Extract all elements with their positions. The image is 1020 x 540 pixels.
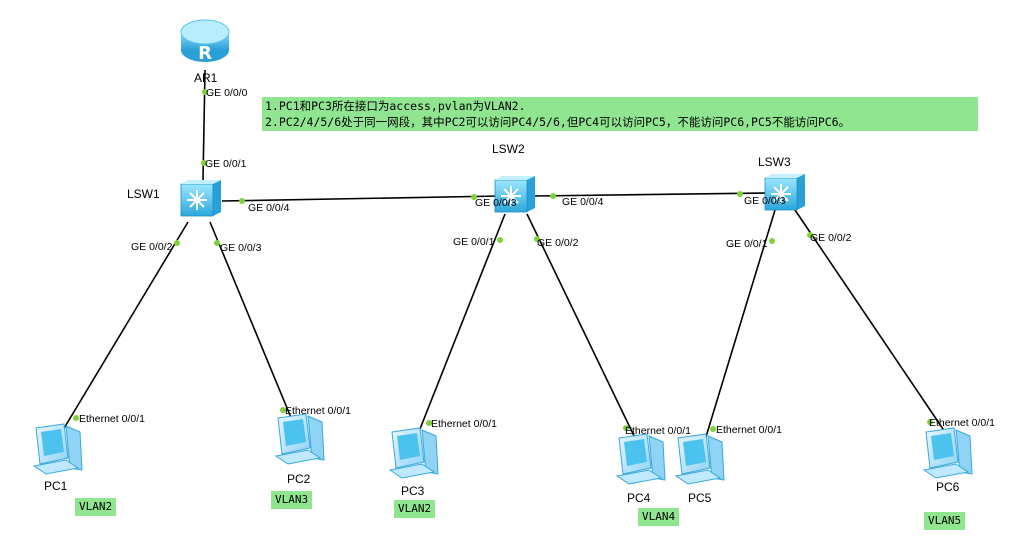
port-dot: [737, 191, 743, 197]
switch-lsw3[interactable]: [764, 174, 805, 211]
pc-pc5[interactable]: [674, 433, 725, 485]
port-dot: [807, 232, 813, 238]
port-label: GE 0/0/1: [205, 158, 247, 170]
port-dot: [73, 415, 79, 421]
pc-pc4[interactable]: [615, 433, 666, 485]
link-lsw3-pc5: [704, 209, 776, 441]
port-dot: [239, 198, 245, 204]
link-lsw1-pc1: [62, 221, 189, 431]
annotation-note: 1.PC1和PC3所在接口为access,pvlan为VLAN2. 2.PC2/…: [262, 97, 978, 131]
port-label: GE 0/0/0: [206, 87, 248, 99]
vlan-tag-pc3: VLAN2: [394, 500, 436, 518]
vlan-tag-pc6: VLAN5: [924, 512, 966, 530]
links: [62, 69, 946, 441]
device-label-lsw2: LSW2: [492, 142, 525, 156]
device-label-pc4: PC4: [627, 491, 651, 505]
link-lsw1-lsw2: [221, 195, 501, 202]
port-dot: [174, 240, 180, 246]
note-line-2: 2.PC2/4/5/6处于同一网段，其中PC2可以访问PC4/5/6,但PC4可…: [265, 115, 851, 129]
pc-pc1[interactable]: [32, 423, 83, 475]
device-label-lsw1: LSW1: [127, 187, 160, 201]
port-dot: [201, 160, 207, 166]
link-lsw1-pc2: [209, 221, 293, 421]
port-dot: [710, 426, 716, 432]
switch-lsw2[interactable]: [494, 176, 535, 213]
port-label: Ethernet 0/0/1: [79, 413, 145, 425]
port-label: Ethernet 0/0/1: [625, 425, 691, 437]
port-label: Ethernet 0/0/1: [716, 424, 782, 436]
port-label: GE 0/0/3: [220, 242, 262, 254]
pc-pc3[interactable]: [388, 427, 439, 479]
port-dot: [471, 194, 477, 200]
port-dot: [214, 240, 220, 246]
port-label: Ethernet 0/0/1: [929, 417, 995, 429]
device-label-ar1: AR1: [194, 71, 218, 85]
port-label: GE 0/0/3: [475, 197, 517, 209]
port-dot: [927, 419, 933, 425]
svg-text:R: R: [198, 43, 212, 64]
port-label: GE 0/0/2: [131, 241, 173, 253]
port-label: GE 0/0/1: [453, 236, 495, 248]
device-label-lsw3: LSW3: [758, 155, 791, 169]
router-ar1[interactable]: R: [180, 19, 230, 64]
port-dot: [769, 238, 775, 244]
device-label-pc6: PC6: [936, 480, 960, 494]
link-lsw2-pc3: [417, 213, 506, 435]
port-dot: [534, 236, 540, 242]
port-label: GE 0/0/4: [248, 202, 290, 214]
vlan-tag-pc2: VLAN3: [271, 491, 313, 509]
port-dots: [73, 89, 933, 432]
pc-pc2[interactable]: [274, 413, 325, 465]
vlan-tag-pc4: VLAN4: [638, 508, 680, 526]
port-dot: [550, 193, 556, 199]
note-line-1: 1.PC1和PC3所在接口为access,pvlan为VLAN2.: [265, 99, 526, 113]
switch-lsw1[interactable]: [180, 180, 221, 217]
port-label: GE 0/0/3: [744, 195, 786, 207]
port-dot: [280, 407, 286, 413]
port-label: Ethernet 0/0/1: [285, 405, 351, 417]
port-label: GE 0/0/4: [562, 196, 604, 208]
device-label-pc2: PC2: [287, 472, 311, 486]
port-dot: [202, 89, 208, 95]
pc-pc6[interactable]: [922, 427, 973, 479]
port-dot: [426, 420, 432, 426]
port-dot: [623, 425, 629, 431]
device-label-pc5: PC5: [688, 491, 712, 505]
port-label: GE 0/0/2: [537, 237, 579, 249]
device-label-pc3: PC3: [401, 484, 425, 498]
port-label: Ethernet 0/0/1: [431, 418, 497, 430]
device-label-pc1: PC1: [44, 479, 68, 493]
port-label: GE 0/0/1: [726, 238, 768, 250]
link-lsw2-pc4: [526, 213, 637, 441]
port-dot: [497, 237, 503, 243]
link-lsw2-lsw3: [534, 192, 769, 197]
link-lsw3-pc6: [794, 209, 946, 433]
port-label: GE 0/0/2: [810, 232, 852, 244]
vlan-tag-pc1: VLAN2: [75, 498, 117, 516]
